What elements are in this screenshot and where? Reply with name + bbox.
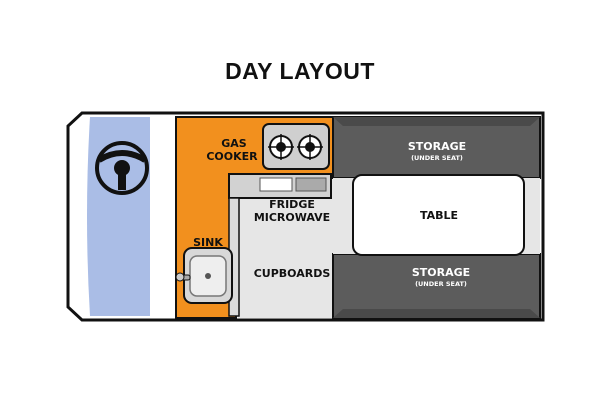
burner-icon — [268, 134, 294, 160]
label-storage-bottom-sub: (UNDER SEAT) — [415, 280, 467, 288]
burner-icon — [297, 134, 323, 160]
fridge-microwave-unit — [228, 173, 332, 317]
steering-wheel-icon — [95, 141, 149, 195]
label-cupboards: CUPBOARDS — [254, 267, 331, 280]
label-table: TABLE — [420, 209, 458, 222]
label-storage-bottom: STORAGE — [412, 266, 470, 279]
table — [352, 174, 525, 256]
label-gas-2: COOKER — [206, 150, 258, 163]
label-gas-1: GAS — [221, 137, 247, 150]
interior-floor — [238, 177, 333, 318]
sink — [175, 247, 233, 304]
label-storage-top-sub: (UNDER SEAT) — [411, 154, 463, 162]
gas-cooker — [262, 123, 330, 170]
label-storage-top: STORAGE — [408, 140, 466, 153]
faucet-icon — [175, 272, 191, 282]
label-sink: SINK — [193, 236, 223, 249]
label-microwave: MICROWAVE — [254, 211, 330, 224]
windshield — [87, 117, 150, 316]
label-fridge: FRIDGE — [269, 198, 315, 211]
layout-title: DAY LAYOUT — [225, 58, 375, 84]
